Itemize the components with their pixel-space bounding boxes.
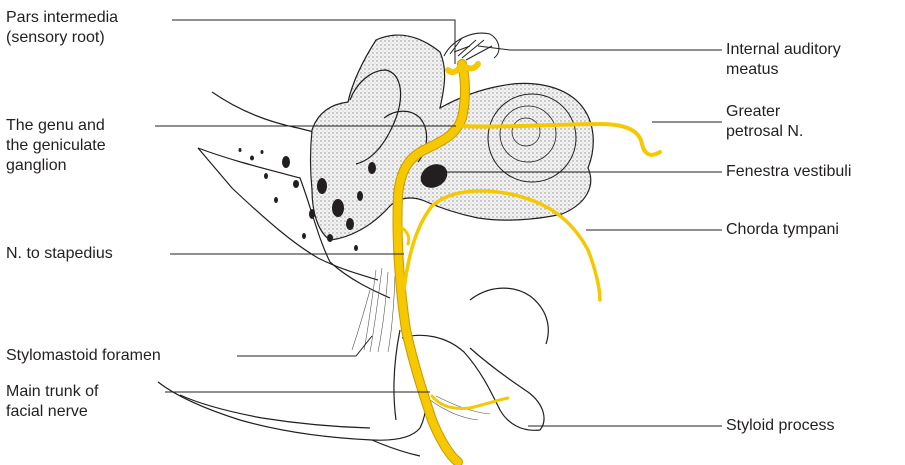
mandible-outline <box>158 372 426 440</box>
label-pars-intermedia: Pars intermedia (sensory root) <box>6 8 118 48</box>
nerve-root-top2 <box>462 64 478 69</box>
label-internal-auditory-meatus: Internal auditory meatus <box>726 40 841 80</box>
parotid-curve <box>394 330 400 420</box>
label-stylomastoid-foramen: Stylomastoid foramen <box>6 346 161 366</box>
nerve-to-stapedius <box>402 228 409 244</box>
leader-stylomastoid <box>237 336 372 356</box>
label-chorda-tympani: Chorda tympani <box>726 220 839 240</box>
meatus-fan <box>444 33 499 60</box>
leader-internal-auditory <box>478 46 722 50</box>
label-greater-petrosal: Greater petrosal N. <box>726 102 803 142</box>
label-fenestra-vestibuli: Fenestra vestibuli <box>726 162 851 182</box>
label-genu-geniculate-ganglion: The genu and the geniculate ganglion <box>6 116 106 176</box>
label-n-to-stapedius: N. to stapedius <box>6 244 113 264</box>
jaw-curve <box>372 440 420 456</box>
label-main-trunk-facial-nerve: Main trunk of facial nerve <box>6 382 98 422</box>
styloid-upper-lobe <box>470 288 548 344</box>
mandible-inner <box>180 395 370 428</box>
label-styloid-process: Styloid process <box>726 416 835 436</box>
nerve-styloid-branch <box>432 396 508 409</box>
